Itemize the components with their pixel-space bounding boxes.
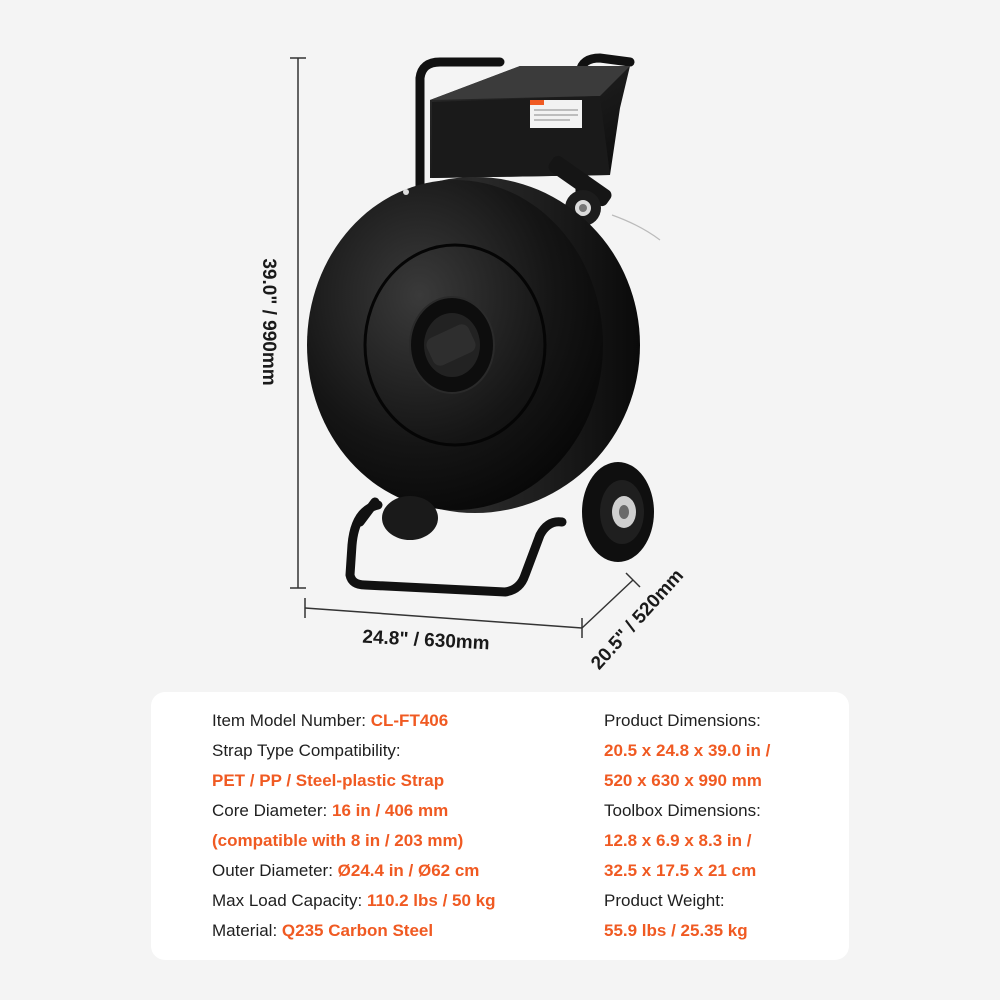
spec-label: Core Diameter: [212, 801, 332, 820]
height-dimension-line [290, 57, 306, 589]
spec-value: CL-FT406 [370, 711, 449, 730]
spec-label: Strap Type Compatibility: [212, 741, 401, 760]
spec-line: (compatible with 8 in / 203 mm) [212, 826, 496, 856]
spec-line: PET / PP / Steel-plastic Strap [212, 766, 496, 796]
spec-value: Q235 Carbon Steel [281, 921, 434, 940]
specifications-card: Item Model Number: CL-FT406 Strap Type C… [151, 692, 849, 960]
spec-line: 520 x 630 x 990 mm [604, 766, 770, 796]
spec-line: 32.5 x 17.5 x 21 cm [604, 856, 770, 886]
spec-label: Product Weight: [604, 891, 725, 910]
spec-line: Core Diameter: 16 in / 406 mm [212, 796, 496, 826]
spec-label: Max Load Capacity: [212, 891, 367, 910]
spec-line: 55.9 lbs / 25.35 kg [604, 916, 770, 946]
specs-left-column: Item Model Number: CL-FT406 Strap Type C… [212, 706, 496, 946]
rear-foot [382, 496, 438, 540]
specs-right-column: Product Dimensions: 20.5 x 24.8 x 39.0 i… [604, 706, 770, 946]
spec-label: Item Model Number: [212, 711, 371, 730]
spec-line: Max Load Capacity: 110.2 lbs / 50 kg [212, 886, 496, 916]
spec-label: Product Dimensions: [604, 711, 761, 730]
spec-value: Ø24.4 in / Ø62 cm [337, 861, 480, 880]
spec-label: Outer Diameter: [212, 861, 338, 880]
spec-value: 110.2 lbs / 50 kg [366, 891, 496, 910]
cart-base-frame [345, 497, 567, 597]
wheel [582, 462, 654, 562]
spec-line: 12.8 x 6.9 x 8.3 in / [604, 826, 770, 856]
reel-hub-knob [426, 324, 476, 366]
spec-line: Product Weight: [604, 886, 770, 916]
strap-dispenser-cart-illustration [290, 53, 661, 638]
spec-value: 520 x 630 x 990 mm [604, 771, 762, 790]
spec-line: Item Model Number: CL-FT406 [212, 706, 496, 736]
spec-value: (compatible with 8 in / 203 mm) [212, 831, 464, 850]
spec-line: Outer Diameter: Ø24.4 in / Ø62 cm [212, 856, 496, 886]
spec-value: 20.5 x 24.8 x 39.0 in / [604, 741, 771, 760]
spec-value: 16 in / 406 mm [331, 801, 449, 820]
depth-dimension-line [581, 572, 641, 629]
strap-reel [307, 177, 640, 513]
spec-line: Material: Q235 Carbon Steel [212, 916, 496, 946]
height-dimension-label: 39.0" / 990mm [258, 258, 279, 386]
spec-value: 32.5 x 17.5 x 21 cm [604, 861, 757, 880]
spec-value: PET / PP / Steel-plastic Strap [212, 771, 445, 790]
spec-line: Product Dimensions: [604, 706, 770, 736]
spec-value: 55.9 lbs / 25.35 kg [604, 921, 748, 940]
spec-value: 12.8 x 6.9 x 8.3 in / [604, 831, 752, 850]
brake-arm [548, 155, 661, 241]
spec-line: Toolbox Dimensions: [604, 796, 770, 826]
spec-label: Material: [212, 921, 282, 940]
spec-label: Toolbox Dimensions: [604, 801, 761, 820]
toolbox [430, 66, 630, 178]
spec-line: Strap Type Compatibility: [212, 736, 496, 766]
spec-line: 20.5 x 24.8 x 39.0 in / [604, 736, 770, 766]
